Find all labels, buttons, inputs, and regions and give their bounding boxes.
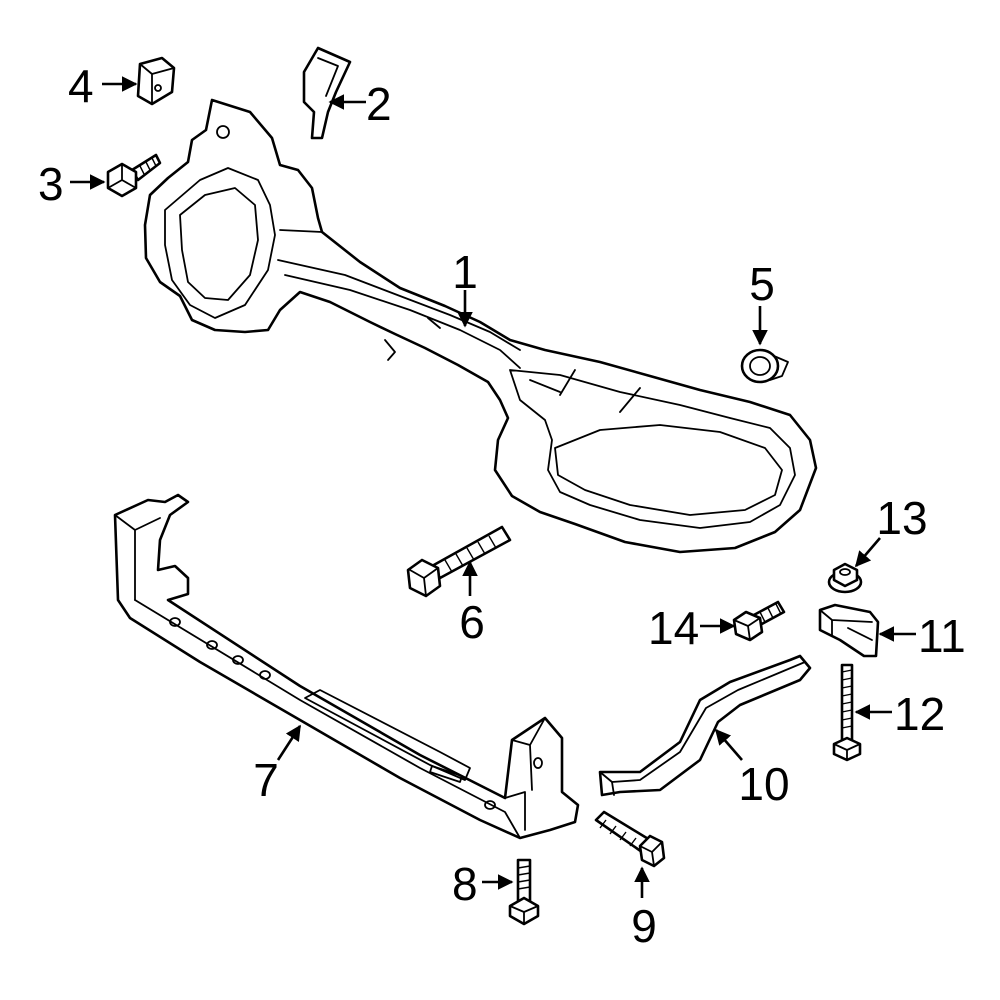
callout-2: 2 <box>366 78 392 130</box>
callout-12: 12 <box>894 688 945 740</box>
leader-13 <box>854 537 881 568</box>
part-8-bolt[interactable] <box>508 858 540 926</box>
leader-7 <box>276 724 302 761</box>
leader-arrows <box>70 76 916 898</box>
part-6-bolt[interactable] <box>406 525 512 598</box>
part-10-reinforcement[interactable] <box>598 654 812 797</box>
callout-10: 10 <box>738 758 789 810</box>
part-2-bracket[interactable] <box>302 46 352 140</box>
part-5-push-clip[interactable] <box>740 348 789 384</box>
leader-10 <box>714 728 743 761</box>
part-1-radiator-support[interactable] <box>143 98 818 554</box>
callout-1: 1 <box>452 246 478 298</box>
part-4-clip-nut[interactable] <box>136 56 176 106</box>
callout-7: 7 <box>253 754 279 806</box>
callout-6: 6 <box>459 596 485 648</box>
callout-8: 8 <box>452 858 478 910</box>
callout-labels: 1 2 3 4 5 6 7 8 9 10 11 12 13 14 <box>38 60 966 952</box>
callout-14: 14 <box>648 602 699 654</box>
part-11-bracket[interactable] <box>818 603 880 658</box>
callout-13: 13 <box>876 492 927 544</box>
part-12-long-bolt[interactable] <box>832 663 862 762</box>
part-13-flange-nut[interactable] <box>827 562 863 594</box>
part-9-bolt[interactable] <box>594 810 666 868</box>
callout-11: 11 <box>918 610 966 662</box>
callout-3: 3 <box>38 158 64 210</box>
part-3-bolt[interactable] <box>106 153 162 198</box>
part-14-bolt[interactable] <box>732 600 786 642</box>
callout-4: 4 <box>68 60 94 112</box>
callout-5: 5 <box>749 258 775 310</box>
part-7-lower-tie-bar[interactable] <box>113 493 580 840</box>
callout-9: 9 <box>631 900 657 952</box>
